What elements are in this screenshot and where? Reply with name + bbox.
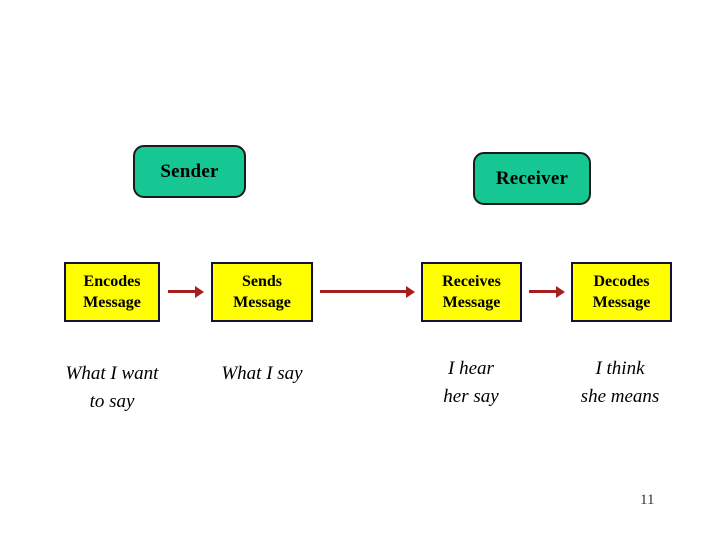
step-box-receives-message: Receives Message bbox=[421, 262, 522, 322]
caption-line1: What I say bbox=[221, 363, 303, 384]
step-box-encodes-message: Encodes Message bbox=[64, 262, 160, 322]
caption-sends-message: What I say bbox=[194, 360, 330, 388]
role-label-receiver: Receiver bbox=[495, 168, 569, 189]
arrow-right-icon-encodes-to-sends bbox=[168, 285, 204, 299]
arrow-shaft bbox=[168, 290, 196, 293]
step-label-line2: Message bbox=[442, 294, 501, 311]
step-label-line1: Encodes bbox=[83, 272, 141, 290]
arrow-head bbox=[406, 285, 415, 298]
caption-line2: she means bbox=[580, 385, 660, 407]
caption-line1: I hear bbox=[448, 358, 494, 379]
step-label-line1: Decodes bbox=[593, 272, 650, 290]
caption-line1: I think bbox=[595, 358, 645, 379]
arrow-shaft bbox=[529, 290, 557, 293]
step-box-sends-message: Sends Message bbox=[211, 262, 313, 322]
caption-receives-message: I hear her say bbox=[403, 355, 539, 410]
arrow-head bbox=[195, 285, 204, 298]
role-box-receiver: Receiver bbox=[473, 152, 591, 205]
step-label-line2: Message bbox=[83, 294, 141, 311]
caption-encodes-message: What I want to say bbox=[44, 360, 180, 415]
arrow-head bbox=[556, 285, 565, 298]
caption-line1: What I want bbox=[65, 363, 159, 384]
arrow-right-icon-sends-to-receives bbox=[320, 285, 415, 299]
step-label-line2: Message bbox=[592, 294, 651, 311]
caption-decodes-message: I think she means bbox=[552, 355, 688, 410]
arrow-right-icon-receives-to-decodes bbox=[529, 285, 565, 299]
page-number: 11 bbox=[640, 492, 655, 508]
arrow-shaft bbox=[320, 290, 407, 293]
role-box-sender: Sender bbox=[133, 145, 246, 198]
caption-line2: to say bbox=[89, 390, 135, 412]
step-label-line2: Message bbox=[233, 294, 291, 311]
step-label-line1: Sends bbox=[241, 272, 283, 290]
caption-line2: her say bbox=[443, 385, 499, 407]
step-box-decodes-message: Decodes Message bbox=[571, 262, 672, 322]
role-label-sender: Sender bbox=[160, 161, 219, 182]
step-label-line1: Receives bbox=[442, 272, 501, 290]
